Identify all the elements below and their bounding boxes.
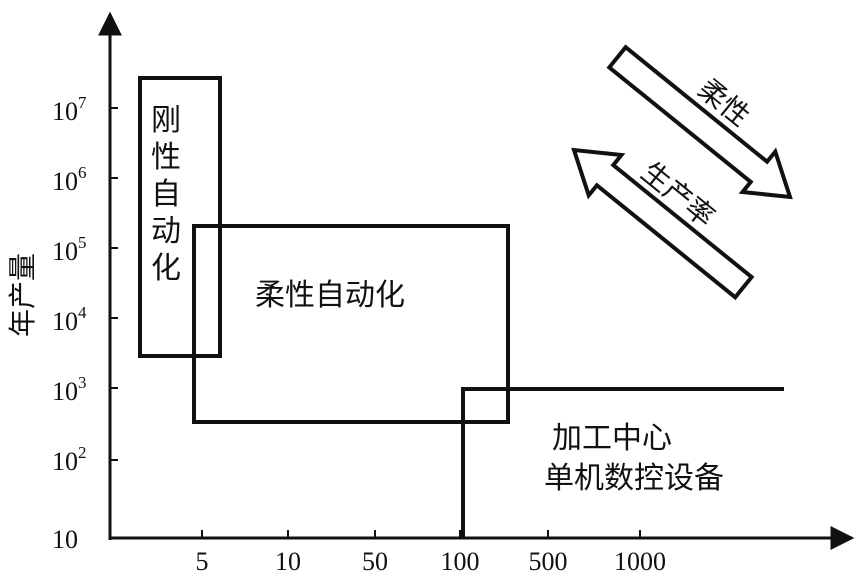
x-tick-labels: 5 10 50 100 500 1000: [196, 547, 667, 575]
y-tick-label-10: 10: [52, 525, 78, 554]
x-tick-label-10: 10: [275, 547, 301, 575]
y-tick-marks: [110, 107, 118, 461]
y-tick-label-10-5: 105: [52, 233, 87, 266]
x-tick-label-5: 5: [196, 547, 209, 575]
x-tick-label-100: 100: [441, 547, 480, 575]
machining-center-label: 加工中心: [552, 421, 672, 456]
rigid-label-char-5: 化: [151, 251, 181, 286]
rigid-label-char-4: 动: [151, 214, 181, 249]
cnc-region-boundary: [461, 387, 784, 538]
x-tick-label-50: 50: [362, 547, 388, 575]
y-axis-title: 年产量: [6, 253, 39, 337]
productivity-arrow: [571, 147, 755, 301]
y-tick-labels: 10 102 103 104 105 106 107: [52, 93, 87, 554]
single-cnc-equipment-label: 单机数控设备: [544, 461, 724, 496]
x-tick-marks: [201, 530, 641, 538]
rigid-label-char-1: 刚: [151, 103, 181, 138]
x-tick-label-500: 500: [529, 547, 568, 575]
rigid-label-char-2: 性: [151, 140, 181, 175]
rigid-automation-label: 刚 性 自 动 化: [151, 103, 181, 286]
flexible-automation-region: [192, 224, 510, 424]
flexible-automation-label: 柔性自动化: [255, 278, 405, 313]
y-tick-label-10-3: 103: [52, 373, 87, 406]
y-tick-label-10-2: 102: [52, 443, 87, 476]
y-tick-label-10-7: 107: [52, 93, 87, 126]
x-tick-label-1000: 1000: [614, 547, 666, 575]
y-tick-label-10-4: 104: [52, 303, 87, 336]
flexibility-arrow-label: 柔性: [692, 72, 756, 133]
rigid-label-char-3: 自: [151, 177, 181, 212]
y-tick-label-10-6: 106: [52, 163, 87, 196]
flexibility-arrow: [606, 44, 793, 200]
rigid-automation-region: [138, 76, 222, 358]
